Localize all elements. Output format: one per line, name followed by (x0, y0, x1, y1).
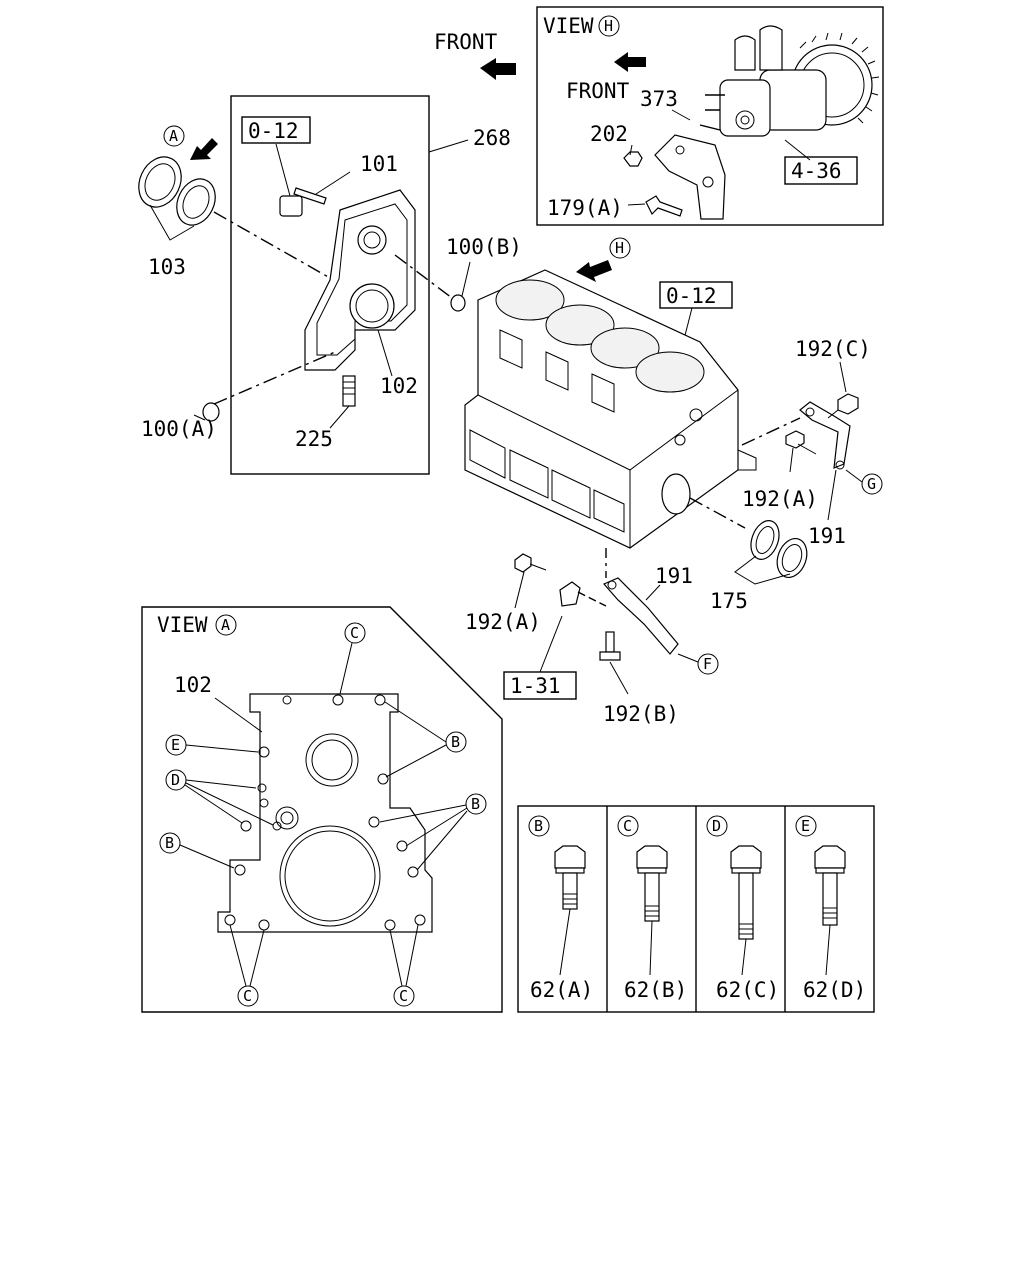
seal-175: 175 (710, 520, 808, 613)
seal-103-group: A 103 (138, 125, 331, 279)
view-h-label: VIEW (543, 14, 594, 38)
front-label-top: FRONT (434, 30, 498, 54)
part-62c: 62(C) (716, 978, 779, 1002)
part-62a: 62(A) (530, 978, 593, 1002)
part-191-right: 191 (808, 524, 846, 548)
front-cover-plate (304, 189, 416, 371)
cylinder-block: H 0-12 (464, 237, 801, 578)
oring-100a (202, 402, 220, 422)
bolt-192c (837, 393, 859, 415)
ref-0-12-block-box (659, 281, 733, 309)
part-191-lower: 191 (655, 564, 693, 588)
part-103: 103 (148, 255, 186, 279)
bracket-191-right: 192(C) 192(A) G 191 (742, 337, 883, 548)
bracket-373 (654, 134, 726, 220)
view-h-circle (598, 15, 620, 37)
bolt-d-cell: D 62(C) (706, 815, 779, 1002)
view-a-cover-plate (217, 693, 433, 933)
svg-text:A: A (169, 127, 178, 145)
part-62b: 62(B) (624, 978, 687, 1002)
bolt-c-cell: C 62(B) (617, 815, 687, 1002)
svg-text:B: B (165, 834, 174, 852)
circle-h (609, 237, 631, 259)
part-101: 101 (360, 152, 398, 176)
view-h-frame (536, 6, 884, 226)
oring-100b (450, 294, 466, 312)
view-a-label: VIEW (157, 613, 208, 637)
bolt-192a-right (785, 430, 805, 449)
ref-1-31-box (503, 671, 577, 700)
part-102: 102 (380, 374, 418, 398)
svg-text:G: G (867, 475, 876, 493)
seal-inner (176, 178, 216, 226)
part-100b: 100(B) (446, 235, 522, 259)
part-192a-right: 192(A) (742, 487, 818, 511)
svg-text:B: B (451, 733, 460, 751)
part-175: 175 (710, 589, 748, 613)
part-268: 268 (473, 126, 511, 150)
ref-0-12-left-box (241, 116, 311, 144)
front-label-inset: FRONT (566, 79, 630, 103)
part-102-view-a: 102 (174, 673, 212, 697)
view-a-frame (141, 606, 503, 1013)
circle-a-top (163, 125, 185, 147)
front-arrow-top (480, 58, 516, 80)
bracket-191-lower: 191 F 192(A) 1-31 192(B) (465, 553, 719, 726)
svg-text:H: H (615, 239, 624, 257)
ref-4-36: 4-36 (791, 159, 842, 183)
seal-outer (138, 156, 182, 208)
svg-text:E: E (801, 817, 810, 835)
svg-text:B: B (471, 795, 480, 813)
view-a-arrow (190, 138, 218, 160)
svg-text:C: C (350, 624, 359, 642)
stud-101 (293, 187, 327, 205)
ref-0-12-left: 0-12 (248, 119, 299, 143)
part-225: 225 (295, 427, 333, 451)
svg-text:C: C (399, 987, 408, 1005)
front-arrow-inset (614, 52, 646, 72)
bolt-holes (224, 694, 426, 931)
part-192a-lower: 192(A) (465, 610, 541, 634)
cover-assembly-frame (230, 95, 430, 475)
svg-text:C: C (623, 817, 632, 835)
ref-1-31: 1-31 (510, 674, 561, 698)
bolt-b-cell: B 62(A) (528, 815, 593, 1002)
svg-text:E: E (171, 736, 180, 754)
svg-text:D: D (712, 817, 721, 835)
stud-101-body (279, 195, 303, 217)
svg-text:B: B (534, 817, 543, 835)
svg-text:A: A (221, 616, 230, 634)
svg-text:D: D (171, 771, 180, 789)
part-192c: 192(C) (795, 337, 871, 361)
bolt-192b (605, 631, 615, 653)
view-h-inset: VIEW H FRONT 373 20 (536, 6, 884, 226)
part-179a: 179(A) (547, 196, 623, 220)
nut-202 (623, 151, 643, 167)
svg-text:F: F (703, 655, 712, 673)
bolt-179a (645, 195, 683, 217)
ref-4-36-box (784, 156, 858, 185)
part-192b: 192(B) (603, 702, 679, 726)
part-100a: 100(A) (141, 417, 217, 441)
circle-g (861, 473, 883, 495)
view-a-inset: VIEW A (141, 606, 503, 1013)
front-cover-assembly: 0-12 268 101 225 102 (230, 95, 511, 475)
clip (559, 581, 581, 607)
injection-pump-drawing (699, 25, 880, 137)
circle-f (697, 653, 719, 675)
view-h-arrow (576, 260, 612, 282)
view-h-letter: H (604, 17, 613, 35)
stud-225 (342, 375, 356, 407)
part-62d: 62(D) (803, 978, 866, 1002)
part-202: 202 (590, 122, 628, 146)
part-373: 373 (640, 87, 678, 111)
bolt-table: B 62(A) C 62(B) D 62(C) (517, 805, 875, 1013)
ref-0-12-block: 0-12 (666, 284, 717, 308)
svg-text:C: C (243, 987, 252, 1005)
bolt-e-cell: E 62(D) (795, 815, 866, 1002)
bolt-192a-lower (514, 553, 532, 573)
